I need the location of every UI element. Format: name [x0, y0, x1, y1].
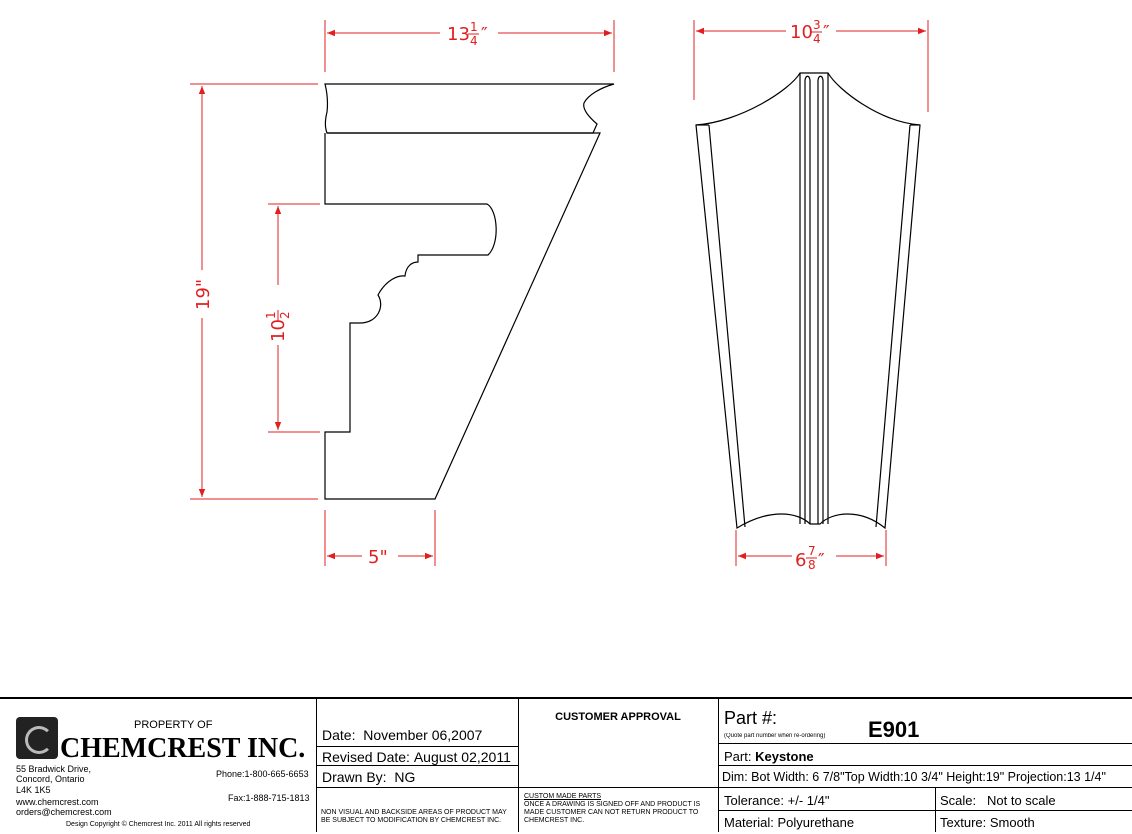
side-view-top-cap — [324, 83, 615, 134]
svg-text:10: 10 — [268, 319, 289, 342]
revised-date-label: Revised Date: — [322, 749, 410, 765]
dimensions-line: Dim: Bot Width: 6 7/8"Top Width:10 3/4" … — [722, 770, 1106, 784]
side-inner-height-label: 10 1 2 — [264, 310, 292, 342]
date-field: Date: November 06,2007 — [322, 727, 482, 743]
texture-value: Smooth — [989, 815, 1035, 830]
texture-label: Texture: — [940, 815, 987, 830]
address-line1: 55 Bradwick Drive, — [16, 764, 92, 774]
custom-parts-note: ONCE A DRAWING IS SIGNED OFF AND PRODUCT… — [524, 801, 701, 824]
material-label: Material: — [724, 815, 774, 830]
front-bottom-width-den: 8 — [808, 558, 816, 572]
tolerance-label: Tolerance: — [724, 793, 784, 808]
side-height-label: 19" — [193, 279, 214, 310]
front-top-width-den: 4 — [813, 32, 821, 46]
divider — [316, 746, 518, 747]
title-block: PROPERTY OF CHEMCREST INC. 55 Bradwick D… — [0, 697, 1132, 832]
part-number-value: E901 — [868, 717, 920, 742]
technical-drawing: 13 1 4 ″ 19" 10 1 2 5" 10 3 — [190, 18, 929, 572]
email-link[interactable]: orders@chemcrest.com — [16, 807, 112, 817]
fax: Fax:1-888-715-1813 — [228, 793, 310, 803]
address-line3: L4K 1K5 — [16, 785, 51, 795]
drawn-by-label: Drawn By: — [322, 769, 387, 785]
date-label: Date: — [322, 727, 356, 743]
copyright: Design Copyright © Chemcrest Inc. 2011 A… — [66, 821, 251, 828]
revised-date-field: Revised Date: August 02,2011 — [322, 749, 511, 765]
company-name: CHEMCREST INC. — [60, 733, 306, 764]
drawn-by-field: Drawn By: NG — [322, 769, 415, 785]
address-line2: Concord, Ontario — [16, 774, 85, 784]
front-bottom-width-inch: ″ — [818, 550, 825, 571]
tolerance-value: +/- 1/4" — [787, 793, 830, 808]
property-of: PROPERTY OF — [134, 719, 213, 731]
company-block: PROPERTY OF CHEMCREST INC. 55 Bradwick D… — [0, 699, 316, 834]
scale-field: Scale: Not to scale — [940, 793, 1056, 808]
revised-date-value: August 02,2011 — [413, 749, 511, 765]
divider — [718, 743, 1132, 744]
svg-text:2: 2 — [278, 311, 292, 319]
website-link[interactable]: www.chemcrest.com — [16, 797, 99, 807]
front-bottom-width-whole: 6 — [795, 550, 806, 571]
texture-field: Texture: Smooth — [940, 815, 1035, 830]
side-top-width-den: 4 — [470, 34, 478, 48]
part-value: Keystone — [755, 749, 814, 764]
drawn-by-value: NG — [394, 769, 416, 785]
divider — [718, 765, 1132, 766]
front-view-outline — [695, 72, 921, 530]
custom-parts-heading: CUSTOM MADE PARTS — [524, 793, 602, 800]
date-value: November 06,2007 — [363, 727, 483, 743]
divider — [935, 787, 936, 832]
material-field: Material: Polyurethane — [724, 815, 854, 830]
side-view-dimensions — [190, 20, 615, 566]
scale-label: Scale: — [940, 793, 977, 808]
customer-approval-heading: CUSTOMER APPROVAL — [555, 711, 681, 723]
side-view — [324, 83, 615, 500]
part-number-note: (Quote part number when re-ordering) — [724, 733, 826, 739]
divider — [718, 787, 1132, 788]
chemcrest-logo-icon — [16, 717, 58, 759]
part-field: Part: Keystone — [724, 749, 814, 764]
svg-text:1: 1 — [264, 311, 278, 319]
scale-value: Not to scale — [986, 793, 1056, 808]
material-value: Polyurethane — [777, 815, 855, 830]
tolerance-field: Tolerance: +/- 1/4" — [724, 793, 829, 808]
side-view-body — [324, 132, 601, 500]
front-top-width-inch: ″ — [823, 22, 830, 43]
side-bottom-width-label: 5" — [368, 547, 388, 568]
part-label: Part: — [724, 749, 752, 764]
side-top-width-num: 1 — [470, 20, 478, 34]
divider — [718, 810, 1132, 811]
phone: Phone:1-800-665-6653 — [216, 769, 309, 779]
divider — [316, 787, 518, 788]
front-view — [695, 72, 921, 530]
part-number-label: Part #: — [724, 708, 778, 728]
front-view-dimensions — [693, 20, 929, 566]
side-top-width-label: 13 — [447, 24, 470, 45]
front-bottom-width-num: 7 — [808, 544, 816, 558]
divider — [316, 765, 518, 766]
side-top-width-inch: ″ — [481, 24, 488, 45]
divider — [518, 787, 718, 788]
front-top-width-whole: 10 — [790, 22, 813, 43]
non-visual-note: NON VISUAL AND BACKSIDE AREAS OF PRODUCT… — [321, 809, 507, 824]
front-top-width-num: 3 — [813, 18, 821, 32]
divider — [518, 699, 519, 832]
